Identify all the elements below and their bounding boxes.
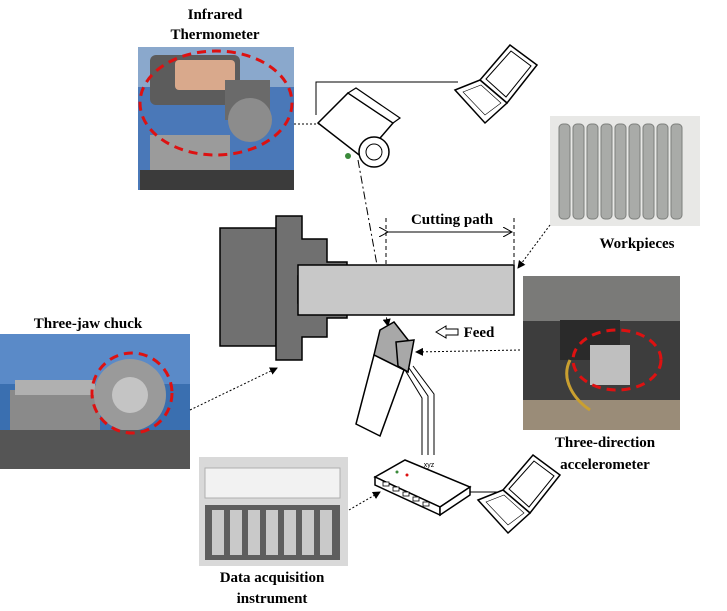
- laptop-icon: [453, 43, 539, 125]
- workpieces-label: Workpieces: [600, 236, 675, 252]
- infrared-thermometer-photo: [138, 47, 294, 190]
- accelerometer-label-line1: Three-direction: [555, 435, 656, 451]
- leader-line: [189, 367, 278, 411]
- leader-line: [348, 491, 381, 511]
- workpieces-photo: [550, 116, 700, 226]
- lathe-chuck-schematic: [219, 215, 515, 361]
- daq-label-line1: Data acquisition: [220, 570, 325, 586]
- feed-arrow-icon: [435, 325, 459, 339]
- feed-label: Feed: [464, 325, 495, 341]
- axes-label: xyz: [424, 462, 435, 469]
- cutting-tool: [355, 321, 415, 438]
- leader-line: [517, 224, 551, 269]
- infrared-label-line2: Thermometer: [170, 27, 259, 43]
- cutting-path-label: Cutting path: [411, 212, 494, 228]
- projector-icon: [316, 87, 402, 168]
- sensor-cable: [408, 367, 429, 455]
- leader-line: [415, 347, 521, 356]
- accelerometer-label-line2: accelerometer: [560, 457, 650, 473]
- daq-label-line2: instrument: [237, 591, 308, 607]
- sensor-cable: [412, 365, 435, 455]
- three-jaw-chuck-label: Three-jaw chuck: [34, 316, 143, 332]
- sensor-cable: [404, 369, 423, 455]
- data-acquisition-photo: [199, 457, 348, 566]
- laptop-icon: [476, 453, 562, 535]
- connection-line: [315, 81, 458, 115]
- three-jaw-chuck-photo: [0, 334, 190, 469]
- accelerometer-photo: [523, 276, 680, 430]
- daq-box-icon: [373, 459, 472, 517]
- infrared-label-line1: Infrared: [188, 7, 243, 23]
